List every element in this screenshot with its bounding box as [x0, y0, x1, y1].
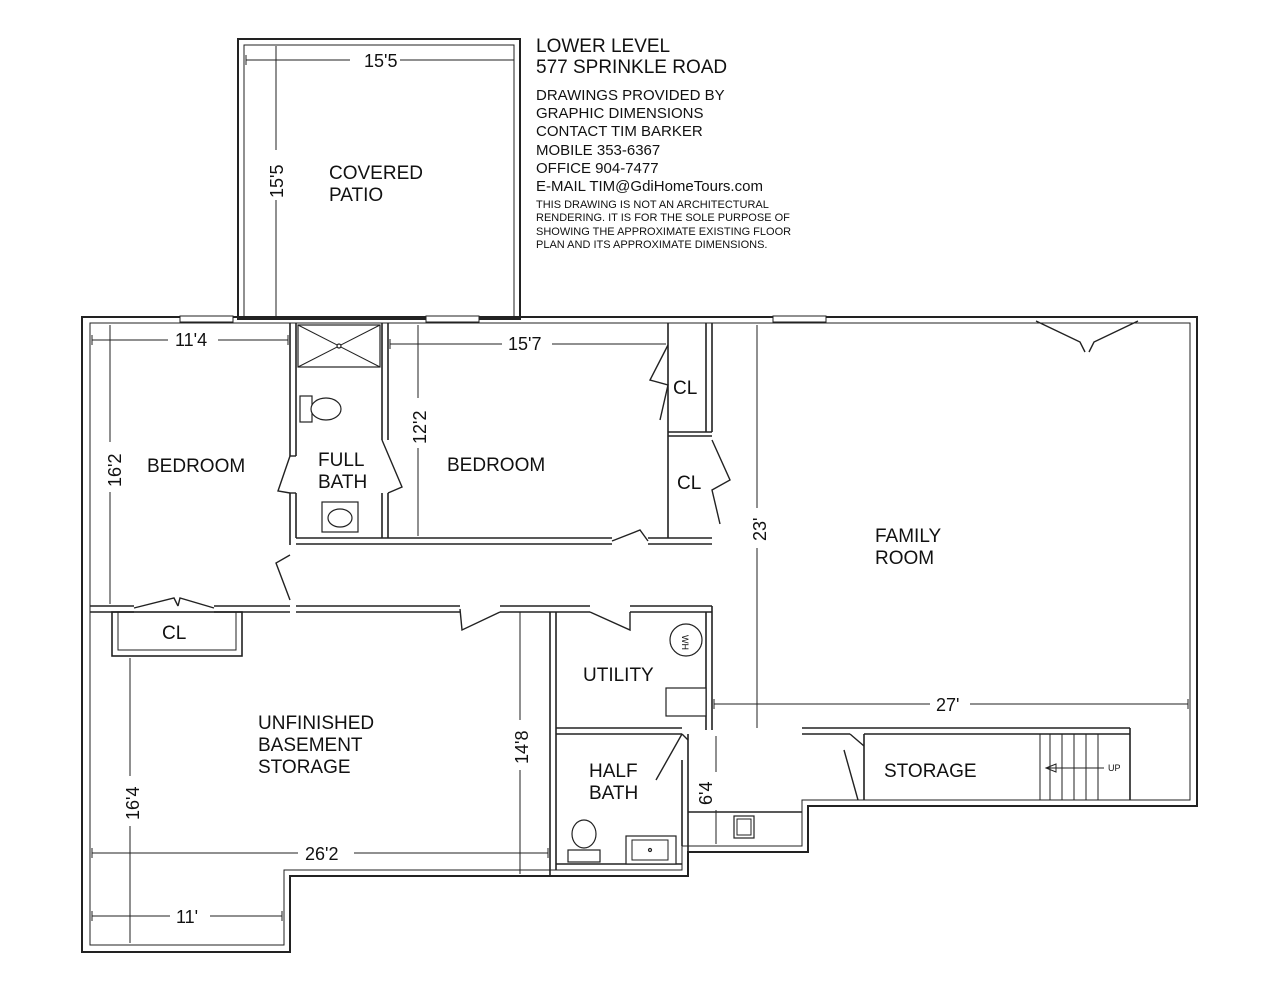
full-bath-label: FULL BATH — [318, 450, 369, 493]
toilet-half-bath — [571, 819, 597, 849]
credit-line: DRAWINGS PROVIDED BY — [536, 87, 725, 104]
staircase[interactable]: UP — [1039, 733, 1131, 801]
closet-upper-label: CL — [673, 378, 697, 399]
plan-title-line-1: LOWER LEVEL — [536, 36, 671, 57]
info-block: LOWER LEVEL 577 SPRINKLE ROAD DRAWINGS P… — [536, 36, 856, 252]
closet-lower-label: CL — [677, 473, 701, 494]
credit-line: GRAPHIC DIMENSIONS — [536, 105, 704, 123]
disclaimer-line: RENDERING. IT IS FOR THE SOLE PURPOSE OF — [536, 212, 790, 225]
stairs-up-label: UP — [1108, 763, 1121, 773]
fixtures: WH — [297, 324, 755, 865]
dim-patio-depth: 15'5 — [267, 165, 287, 198]
dim-bedroom-left-width: 11'4 — [175, 330, 207, 350]
dim-bedroom-right-depth: 12'2 — [410, 411, 430, 444]
dim-basement-depth-right: 14'8 — [512, 731, 532, 764]
dim-patio-width: 15'5 — [364, 51, 397, 71]
interior-walls — [90, 323, 1131, 876]
windows — [179, 315, 827, 323]
dim-hall-depth: 6'4 — [696, 782, 716, 805]
dim-basement-notch-width: 11' — [176, 907, 198, 927]
half-bath-label: HALF BATH — [589, 761, 643, 804]
disclaimer: THIS DRAWING IS NOT AN ARCHITECTURAL REN… — [536, 199, 826, 252]
disclaimer-line: THIS DRAWING IS NOT AN ARCHITECTURAL — [536, 199, 769, 212]
room-labels: COVERED PATIO BEDROOM FULL BATH BEDROOM … — [147, 163, 977, 804]
bedroom-left-label: BEDROOM — [147, 456, 245, 477]
plan-title-line-2: 577 SPRINKLE ROAD — [536, 57, 728, 78]
utility-unit — [665, 687, 707, 717]
credit-line: CONTACT TIM BARKER — [536, 123, 703, 141]
water-heater-label: WH — [680, 635, 690, 650]
doors — [133, 320, 1139, 801]
closet-bedroom-label: CL — [162, 623, 186, 644]
credit-line: MOBILE 353-6367 — [536, 141, 661, 159]
dim-basement-width: 26'2 — [305, 844, 338, 864]
dim-bedroom-left-depth: 16'2 — [105, 454, 125, 487]
dimension-labels: 15'5 15'5 11'4 16'2 15'7 12'2 23' 27' 14… — [100, 50, 970, 927]
dim-basement-depth-left: 16'4 — [123, 787, 143, 820]
covered-patio-label: COVERED PATIO — [329, 163, 428, 206]
unfinished-basement-label: UNFINISHED BASEMENT STORAGE — [258, 713, 379, 778]
storage-label: STORAGE — [884, 761, 977, 782]
laundry-sink — [733, 815, 755, 839]
email-line[interactable]: E-MAIL TIM@GdiHomeTours.com — [536, 178, 763, 196]
dim-family-room-width: 27' — [936, 695, 959, 715]
bedroom-right-label: BEDROOM — [447, 455, 545, 476]
water-heater — [669, 623, 703, 657]
family-room-label: FAMILY ROOM — [875, 526, 946, 569]
utility-label: UTILITY — [583, 665, 654, 686]
credits: DRAWINGS PROVIDED BY GRAPHIC DIMENSIONS … — [536, 87, 856, 196]
dim-family-room-depth: 23' — [750, 518, 770, 541]
disclaimer-line: PLAN AND ITS APPROXIMATE DIMENSIONS. — [536, 238, 768, 251]
toilet-full-bath — [299, 395, 313, 423]
disclaimer-line: SHOWING THE APPROXIMATE EXISTING FLOOR — [536, 225, 792, 238]
dim-bedroom-right-width: 15'7 — [508, 334, 541, 354]
credit-line: OFFICE 904-7477 — [536, 159, 659, 177]
